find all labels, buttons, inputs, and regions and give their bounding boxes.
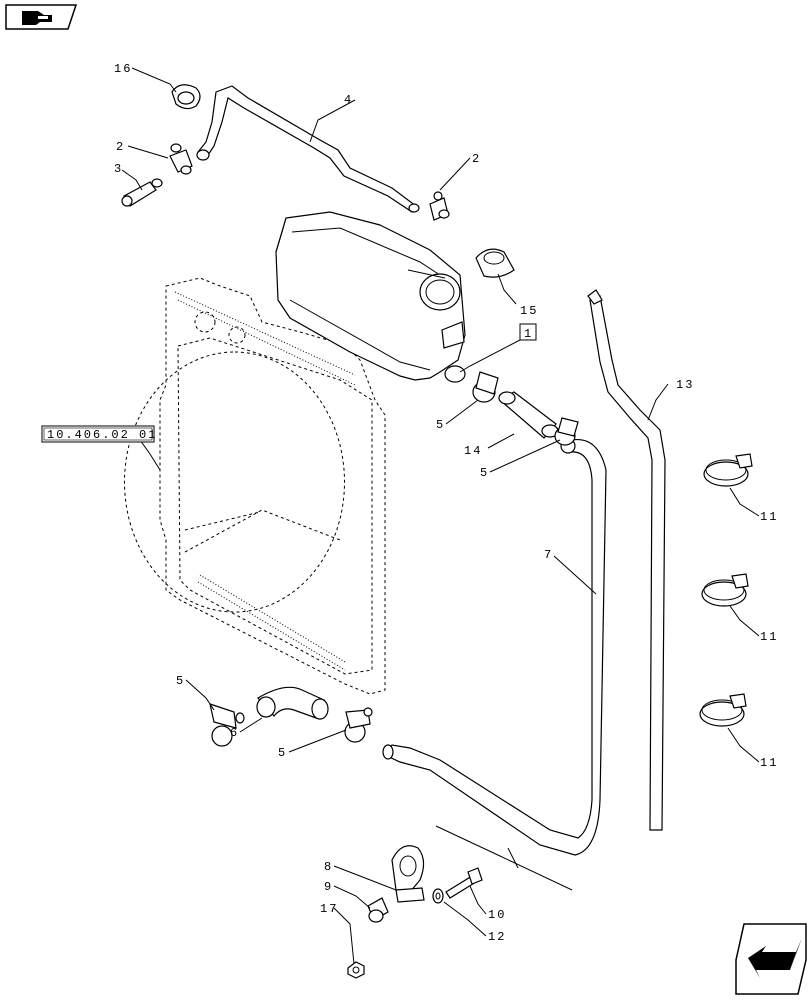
clamp-part-11-bottom (699, 693, 747, 727)
balloon-9: 9 (324, 880, 333, 894)
hose-part-14 (498, 391, 559, 439)
balloon-5-upper-left: 5 (436, 418, 445, 432)
clamp-part-11-top (703, 453, 753, 487)
reference-box-10-406-02-01[interactable]: 10.406.02 01 (41, 425, 157, 443)
balloon-15: 15 (520, 304, 538, 318)
balloon-12: 12 (488, 930, 506, 944)
clip-part-16 (171, 84, 201, 110)
part-1-label-box: 1 (519, 323, 537, 341)
balloon-13: 13 (676, 378, 694, 392)
balloon-17: 17 (320, 902, 338, 916)
cap-part-15 (475, 248, 515, 278)
reference-lines (435, 825, 573, 891)
hand-pointer-left-icon[interactable] (5, 4, 78, 30)
balloon-16: 16 (114, 62, 132, 76)
hose-part-13 (587, 289, 666, 831)
clamp-part-5-upper-left (472, 371, 499, 403)
fitting-part-3 (121, 178, 163, 207)
fitting-part-2-right (429, 191, 450, 221)
spacer-part-9 (367, 897, 389, 923)
balloon-11-top: 11 (760, 510, 778, 524)
washer-part-12 (432, 888, 444, 904)
bolt-part-10 (445, 867, 483, 899)
bracket-part-8 (391, 845, 425, 903)
next-page-arrow-icon[interactable] (735, 923, 807, 995)
balloon-11-bottom: 11 (760, 756, 778, 770)
balloon-2-right: 2 (472, 152, 481, 166)
hose-part-7 (382, 438, 607, 856)
clamp-part-11-middle (701, 573, 749, 607)
balloon-6: 6 (230, 726, 239, 740)
balloon-10: 10 (488, 908, 506, 922)
balloon-4: 4 (344, 93, 353, 107)
expansion-tank (275, 211, 466, 383)
balloon-11-middle: 11 (760, 630, 778, 644)
fitting-part-2-left (169, 143, 193, 175)
elbow-part-6 (256, 686, 329, 720)
radiator-frame (124, 277, 386, 695)
nut-part-17 (347, 961, 365, 979)
reference-box-label: 10.406.02 01 (47, 428, 157, 442)
clamp-part-5-upper-right (554, 417, 579, 446)
balloon-7: 7 (544, 548, 553, 562)
balloon-1: 1 (524, 327, 533, 341)
balloon-5-lower-right: 5 (278, 746, 287, 760)
clamp-part-5-lower-left (209, 703, 245, 747)
balloon-3: 3 (114, 162, 123, 176)
pipe-part-4 (196, 85, 420, 213)
balloon-8: 8 (324, 860, 333, 874)
balloon-14: 14 (464, 444, 482, 458)
clamp-part-5-lower-right (344, 707, 373, 743)
balloon-5-lower-left: 5 (176, 674, 185, 688)
balloon-labels: 16 4 2 3 2 15 13 5 14 5 11 7 11 5 6 5 11… (114, 62, 778, 944)
balloon-2-left: 2 (116, 140, 125, 154)
leader-lines (121, 67, 760, 965)
balloon-5-upper-right: 5 (480, 466, 489, 480)
